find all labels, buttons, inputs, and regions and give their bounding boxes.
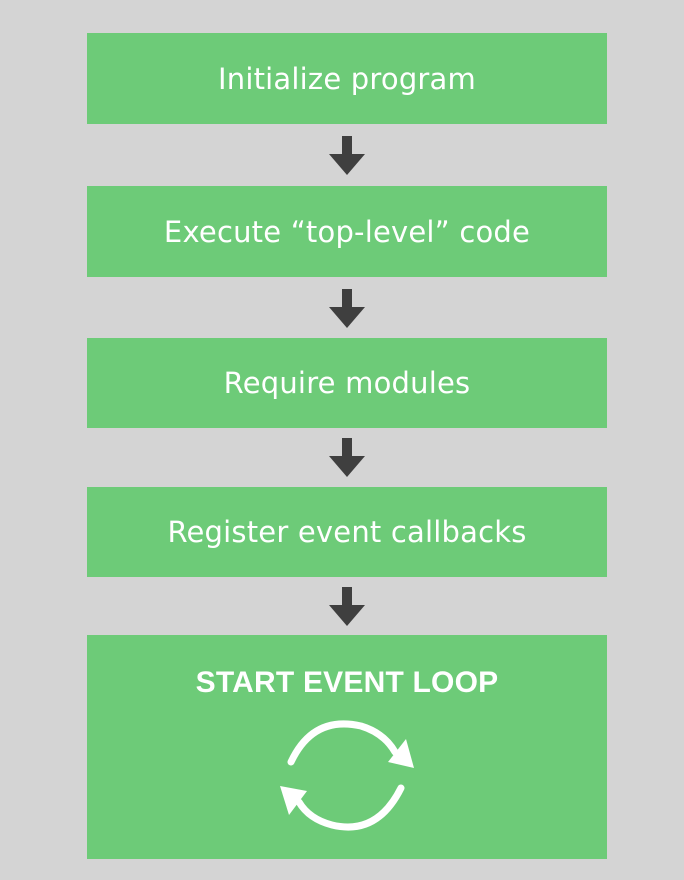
down-arrow-icon [329,136,365,175]
step-label: Execute “top-level” code [163,214,531,249]
step-initialize-program: Initialize program [87,33,607,124]
step-require-modules: Require modules [87,338,607,428]
cycle-arrows-icon [280,720,414,831]
down-arrow-icon [329,289,365,328]
step-label: Initialize program [218,61,476,96]
step-execute-top-level-code: Execute “top-level” code [87,186,607,277]
step-start-event-loop: START EVENT LOOP [87,635,607,859]
step-label: Require modules [223,366,471,400]
down-arrow-icon [329,587,365,626]
step-label: START EVENT LOOP [195,666,499,699]
step-register-event-callbacks: Register event callbacks [87,487,607,577]
down-arrow-icon [329,438,365,477]
step-label: Register event callbacks [167,515,527,549]
